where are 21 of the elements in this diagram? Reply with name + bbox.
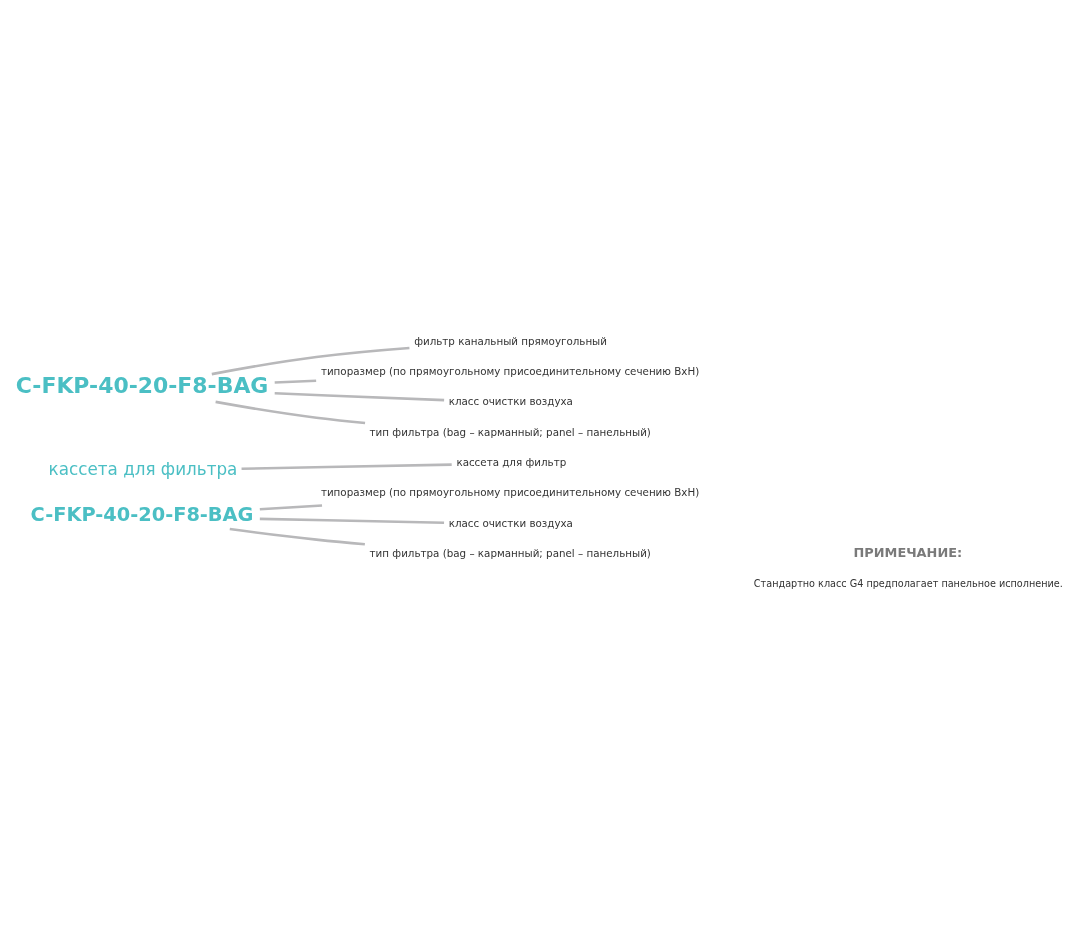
node-text: класс очистки воздуха xyxy=(448,395,573,408)
connector xyxy=(274,392,445,402)
label: Стандартно класс G4 предполагает панельное исполнение. xyxy=(753,578,1063,590)
node-text: тип фильтра (bag – карманный; panel – панельный) xyxy=(369,546,651,559)
connector xyxy=(241,463,452,470)
node-text: фильтр канальный прямоугольный xyxy=(414,334,607,347)
connector xyxy=(259,517,445,525)
node-text: класс очистки воздуха xyxy=(448,516,573,529)
node-text: типоразмер (по прямоугольному присоединительному сечению BxH) xyxy=(320,364,700,377)
connector xyxy=(274,379,317,384)
connector xyxy=(259,504,323,511)
label: ПРИМЕЧАНИЕ: xyxy=(853,545,963,561)
connector xyxy=(211,346,410,376)
node-text: тип фильтра (bag – карманный; panel – панельный) xyxy=(369,425,651,438)
connector xyxy=(215,400,366,425)
node-text: типоразмер (по прямоугольному присоединительному сечению BxH) xyxy=(320,486,700,499)
node-text: C-FKP-40-20-F8-BAG xyxy=(15,372,269,398)
node-text: C-FKP-40-20-F8-BAG xyxy=(30,502,254,526)
connector xyxy=(229,527,365,546)
node-text: кассета для фильтра xyxy=(48,458,238,479)
node-text: кассета для фильтр xyxy=(456,455,567,468)
